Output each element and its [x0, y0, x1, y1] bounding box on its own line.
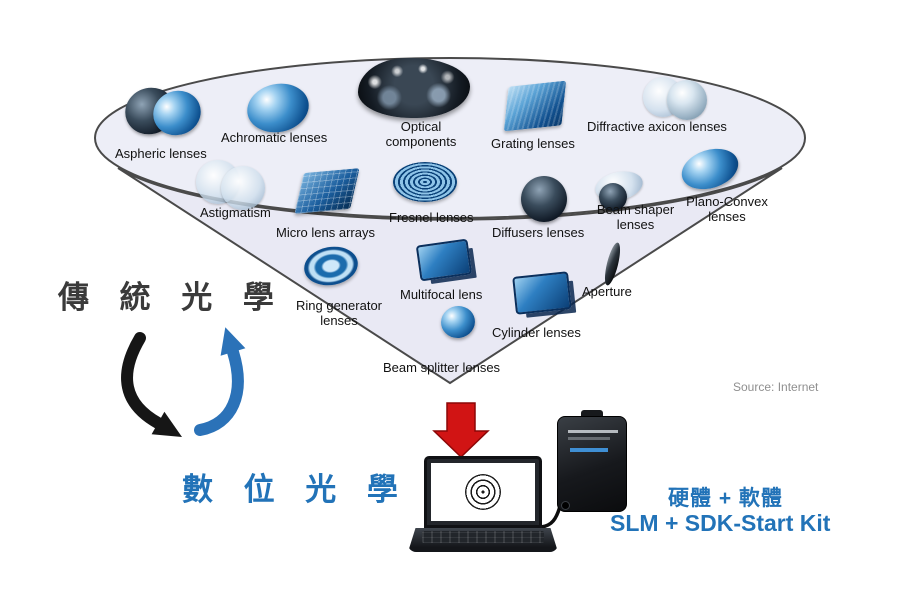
laptop-screen [424, 456, 542, 528]
lens-label-diffractive-axicon: Diffractive axicon lenses [587, 119, 727, 134]
micro-lens-array-icon [294, 168, 360, 214]
device-body [557, 416, 627, 512]
laptop-display [431, 463, 535, 521]
diffractive-axicon-lens-icon [643, 76, 711, 122]
cylinder-lens-icon [512, 271, 572, 315]
device-label-line2 [568, 437, 610, 440]
multifocal-lens-icon [415, 238, 473, 282]
hardware-software-label: 硬體 + 軟體 [668, 487, 783, 510]
device-mount-tab [581, 410, 603, 419]
lens-label-cylinder: Cylinder lenses [492, 325, 581, 340]
black-curved-arrow [121, 332, 182, 437]
astigmatism-lens-icon [196, 160, 268, 212]
beam-shaper-ball-icon [599, 183, 627, 211]
lens-label-beam-shaper: Beam shaper lenses [596, 202, 675, 232]
axicon-lens-right-icon [667, 80, 707, 120]
diffuser-lens-icon [521, 176, 567, 222]
digital-optics-label: 數 位 光 學 [182, 472, 409, 507]
beam-shaper-lens-icon [592, 167, 651, 216]
lens-label-multifocal: Multifocal lens [400, 287, 483, 302]
fresnel-lens-icon [393, 162, 457, 202]
lens-label-optical-components: Optical components [385, 119, 457, 149]
source-credit-label: Source: Internet [733, 380, 819, 394]
aspheric-lens-icon [118, 80, 211, 144]
lens-label-achromatic: Achromatic lenses [221, 130, 328, 145]
red-down-arrow [432, 402, 490, 459]
device-cable-port [561, 501, 570, 510]
concentric-rings-icon [465, 474, 501, 510]
blue-curved-arrow [194, 327, 246, 436]
optical-components-pile-icon [358, 58, 470, 118]
lens-label-fresnel: Fresnel lenses [389, 210, 474, 225]
slm-sdk-kit-label: SLM + SDK-Start Kit [610, 510, 831, 536]
traditional-optics-label: 傳 統 光 學 [58, 280, 285, 315]
lens-label-beam-splitter: Beam splitter lenses [383, 360, 501, 375]
lens-label-diffusers: Diffusers lenses [492, 225, 585, 240]
lens-label-grating: Grating lenses [491, 136, 575, 151]
slm-controller-device [557, 410, 627, 512]
laptop-keys [422, 531, 544, 543]
lens-label-micro-lens-arrays: Micro lens arrays [276, 225, 375, 240]
laptop-keyboard-base [408, 528, 558, 552]
device-label-line [568, 430, 618, 433]
astigmatism-lens-right-icon [221, 166, 265, 210]
device-blue-label-line [570, 448, 608, 452]
lens-label-astigmatism: Astigmatism [200, 205, 271, 220]
laptop [408, 456, 558, 556]
lens-label-ring-generator: Ring generator lenses [296, 298, 382, 328]
lens-label-aperture: Aperture [582, 284, 632, 299]
lens-label-plano-convex: Plano-Convex lenses [686, 194, 768, 224]
grating-lens-icon [503, 80, 567, 132]
lens-label-aspheric: Aspheric lenses [115, 146, 207, 161]
